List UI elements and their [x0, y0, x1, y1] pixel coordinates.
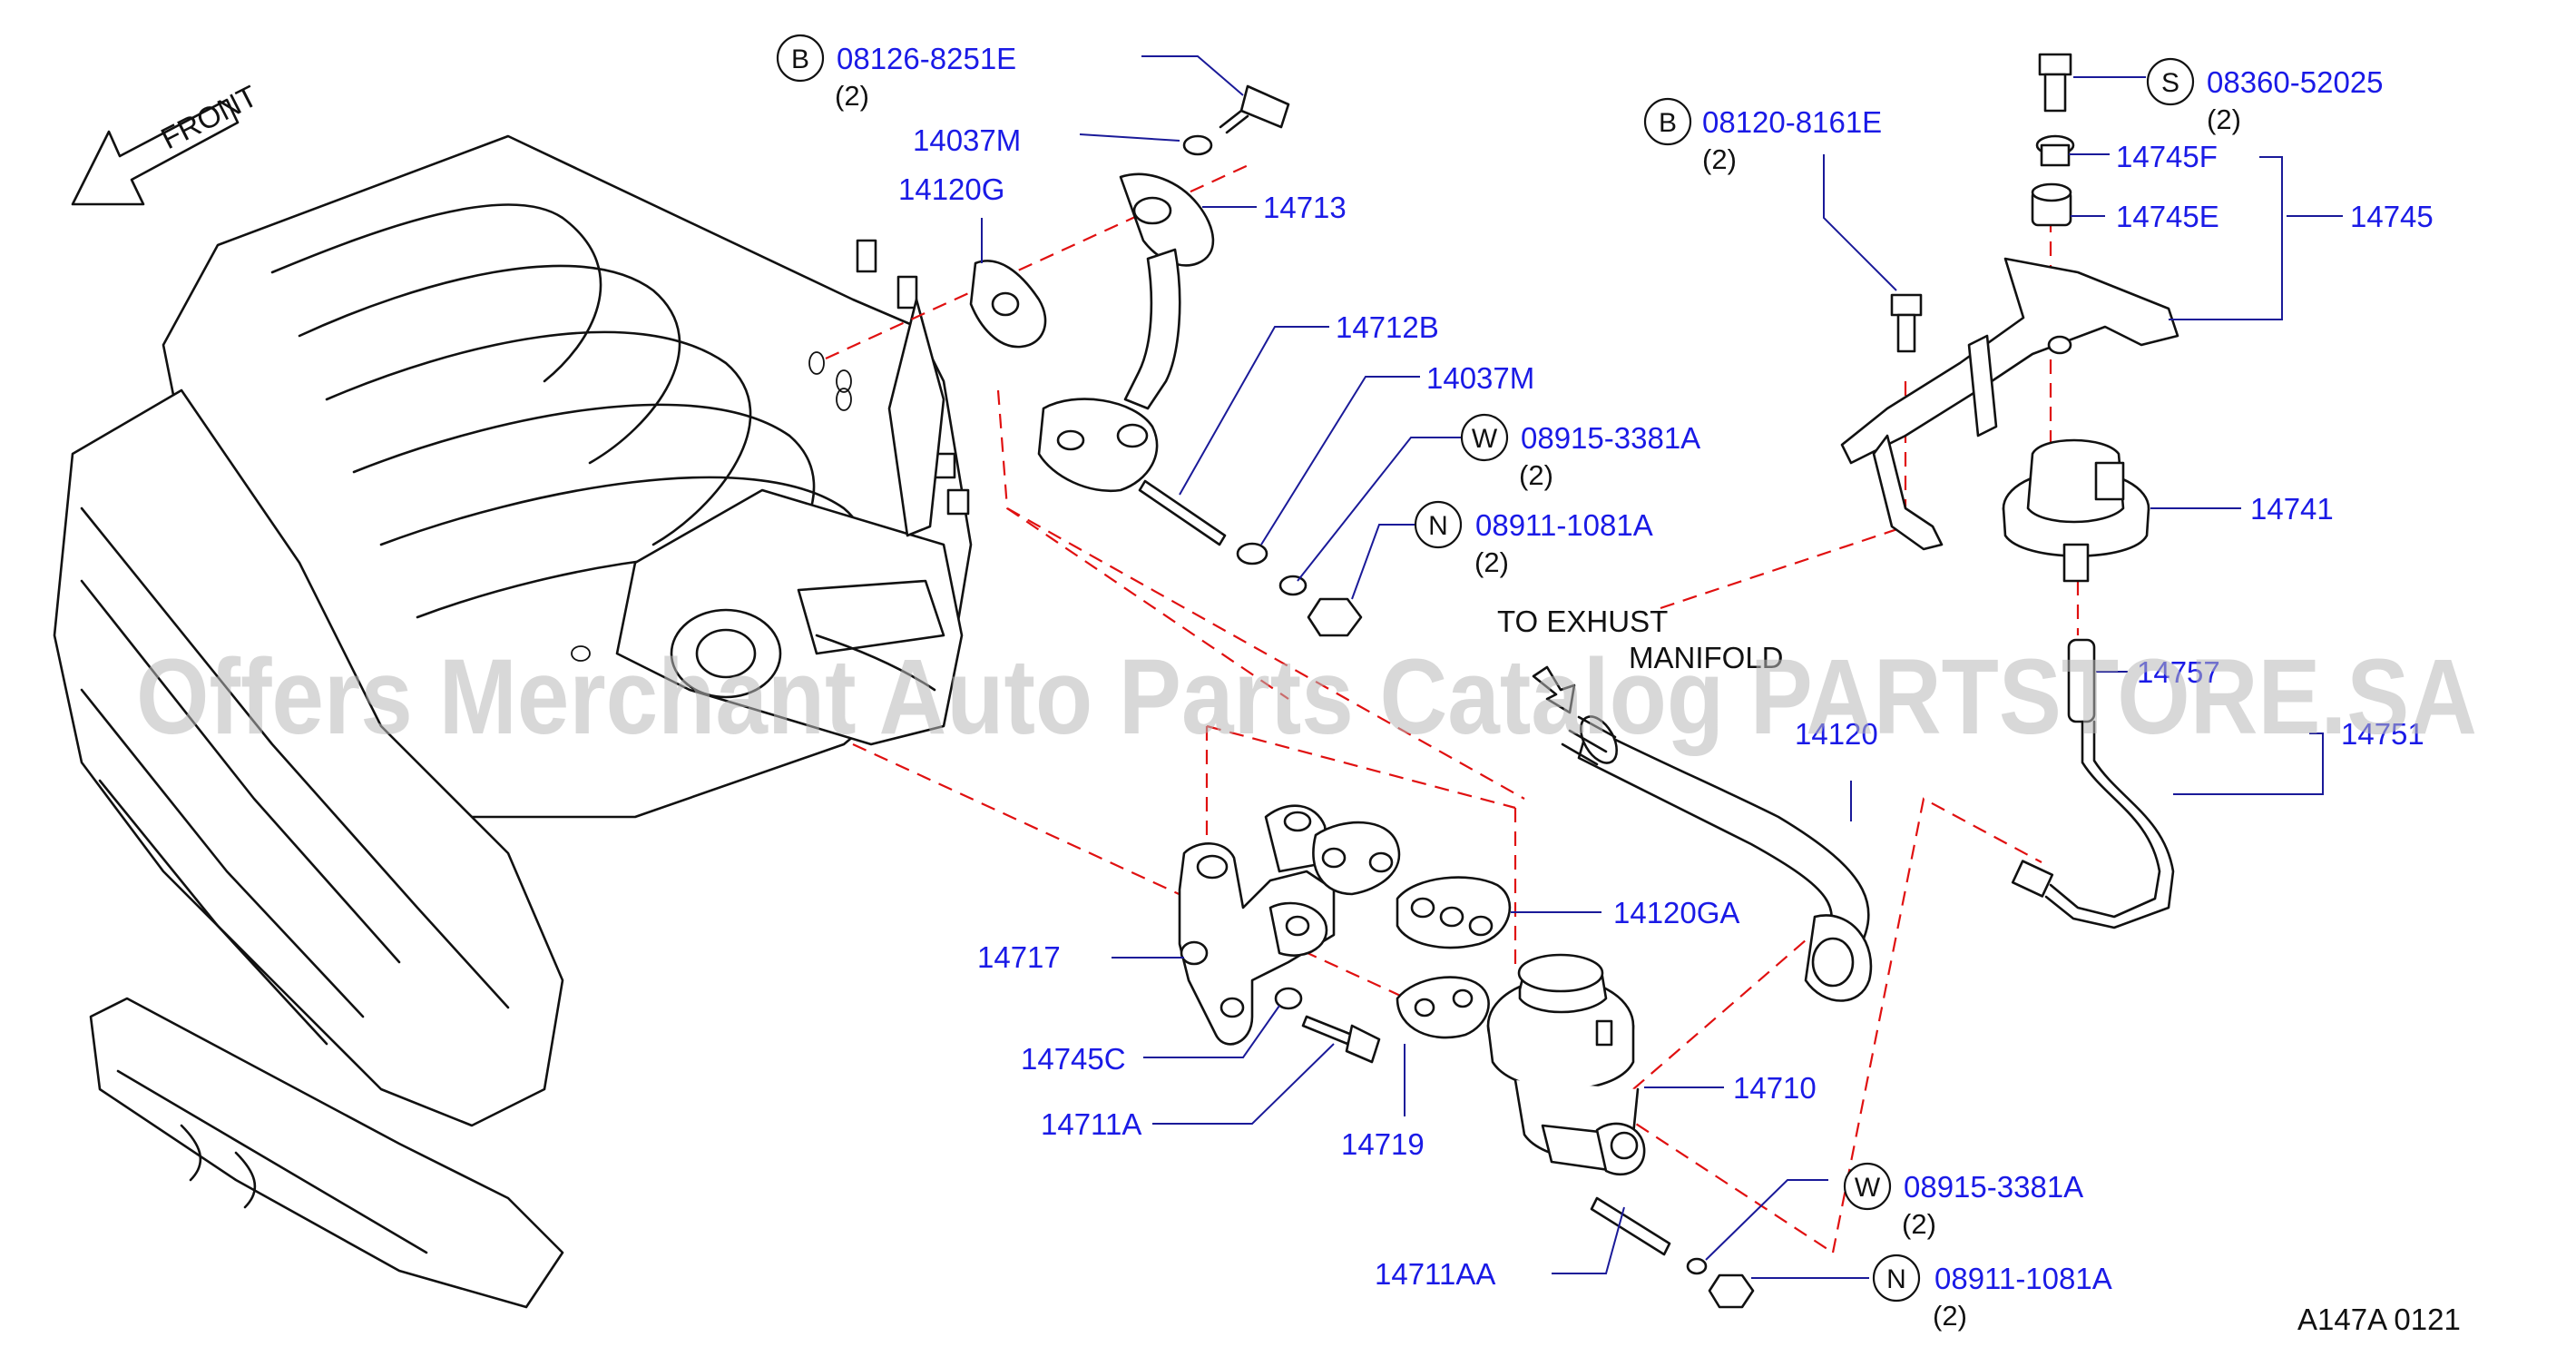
exhaust-text-line1: TO EXHUST [1497, 605, 1668, 638]
label-14711aa[interactable]: 14711AA [1375, 1257, 1495, 1291]
callout-b-top-circle [776, 34, 825, 83]
washer-w-mid [1278, 575, 1308, 596]
nut-n-mid [1307, 597, 1363, 637]
gasket-14120g [969, 260, 1047, 349]
label-14037m-mid[interactable]: 14037M [1426, 361, 1534, 395]
label-14751[interactable]: 14751 [2341, 717, 2424, 751]
qty-08915-3381a-bottom: (2) [1902, 1208, 1936, 1240]
leader-lines [981, 55, 2343, 1279]
tube-14751 [2011, 720, 2175, 929]
stud-14712b [1138, 479, 1227, 546]
gasket-14120ga [1396, 876, 1512, 949]
label-08360-52025[interactable]: 08360-52025 [2207, 65, 2384, 99]
bushing-14745f [2035, 134, 2075, 167]
callout-s-right-letter: S [2161, 68, 2179, 98]
air-pipe-14713 [1037, 172, 1215, 493]
callout-s-right-circle [2146, 57, 2195, 106]
qty-08915-3381a-mid: (2) [1519, 459, 1553, 491]
callout-w-mid-letter: W [1472, 424, 1498, 454]
to-exhaust-arrow-icon [1532, 665, 1576, 714]
bracket-14745 [1840, 257, 2179, 551]
gasket-14719 [1396, 976, 1490, 1039]
qty-08120-8161e: (2) [1702, 143, 1737, 175]
bracket-14717 [1178, 804, 1401, 1046]
callout-b-right-letter: B [1659, 108, 1677, 138]
label-08120-8161e[interactable]: 08120-8161E [1702, 105, 1882, 139]
bolt-08360-52025 [2038, 53, 2072, 113]
engine-intake-manifold [53, 134, 973, 1309]
label-08911-1081a-mid[interactable]: 08911-1081A [1475, 508, 1653, 542]
label-08915-3381a-bottom[interactable]: 08915-3381A [1904, 1170, 2083, 1204]
valve-14741 [2002, 438, 2150, 583]
stud-14711aa [1590, 1196, 1671, 1256]
qty-08911-1081a-bottom: (2) [1933, 1300, 1967, 1332]
callout-b-top-letter: B [791, 44, 809, 74]
callout-w-mid-circle [1460, 413, 1509, 462]
washer-w-bottom [1686, 1257, 1708, 1275]
hose-14120 [1561, 715, 1873, 1002]
label-08915-3381a-mid[interactable]: 08915-3381A [1521, 421, 1700, 455]
label-14120g[interactable]: 14120G [898, 172, 1004, 206]
qty-08360-52025: (2) [2207, 103, 2241, 135]
label-14711a[interactable]: 14711A [1041, 1107, 1141, 1141]
diagram-code: A147A 0121 [2297, 1303, 2461, 1336]
label-14745[interactable]: 14745 [2350, 200, 2434, 233]
label-14745f[interactable]: 14745F [2116, 140, 2218, 173]
front-arrow-icon [71, 98, 240, 206]
bushing-14745e [2031, 182, 2072, 227]
qty-08126-8251e: (2) [835, 80, 869, 112]
label-14120[interactable]: 14120 [1795, 717, 1878, 751]
label-14745c[interactable]: 14745C [1021, 1042, 1126, 1076]
washer-14037m-mid [1236, 542, 1268, 565]
label-08126-8251e[interactable]: 08126-8251E [837, 42, 1016, 75]
exhaust-text-line2: MANIFOLD [1629, 641, 1784, 674]
label-14712b[interactable]: 14712B [1336, 310, 1439, 344]
callout-n-bottom-circle [1872, 1254, 1921, 1303]
watermark-text: Offers Merchant Auto Parts Catalog PARTS… [136, 637, 2477, 757]
bolt-08126-8251e [1219, 84, 1290, 134]
front-label: FRONT [155, 79, 262, 156]
callout-b-right-circle [1643, 97, 1692, 146]
label-14710[interactable]: 14710 [1733, 1071, 1817, 1105]
callout-n-mid-letter: N [1428, 511, 1448, 541]
bolt-14711a [1301, 1015, 1381, 1064]
label-14757[interactable]: 14757 [2137, 655, 2220, 689]
label-08911-1081a-bottom[interactable]: 08911-1081A [1934, 1262, 2112, 1295]
air-control-valve-14710 [1486, 953, 1646, 1176]
callout-w-bottom-letter: W [1855, 1173, 1881, 1203]
label-14717[interactable]: 14717 [977, 940, 1061, 974]
callout-n-bottom-letter: N [1886, 1264, 1906, 1294]
washer-14745c [1274, 987, 1303, 1010]
nut-n-bottom [1708, 1273, 1755, 1309]
label-14120ga[interactable]: 14120GA [1613, 896, 1739, 929]
label-14037m-top[interactable]: 14037M [913, 123, 1021, 157]
washer-14037m-top [1182, 134, 1213, 156]
label-14741[interactable]: 14741 [2250, 492, 2334, 526]
label-14713[interactable]: 14713 [1263, 191, 1347, 224]
label-14745e[interactable]: 14745E [2116, 200, 2219, 233]
qty-08911-1081a-mid: (2) [1474, 546, 1509, 578]
callout-n-mid-circle [1414, 500, 1463, 549]
label-14719[interactable]: 14719 [1341, 1127, 1425, 1161]
bolt-08120-8161e [1890, 293, 1923, 353]
callout-w-bottom-circle [1843, 1162, 1892, 1211]
